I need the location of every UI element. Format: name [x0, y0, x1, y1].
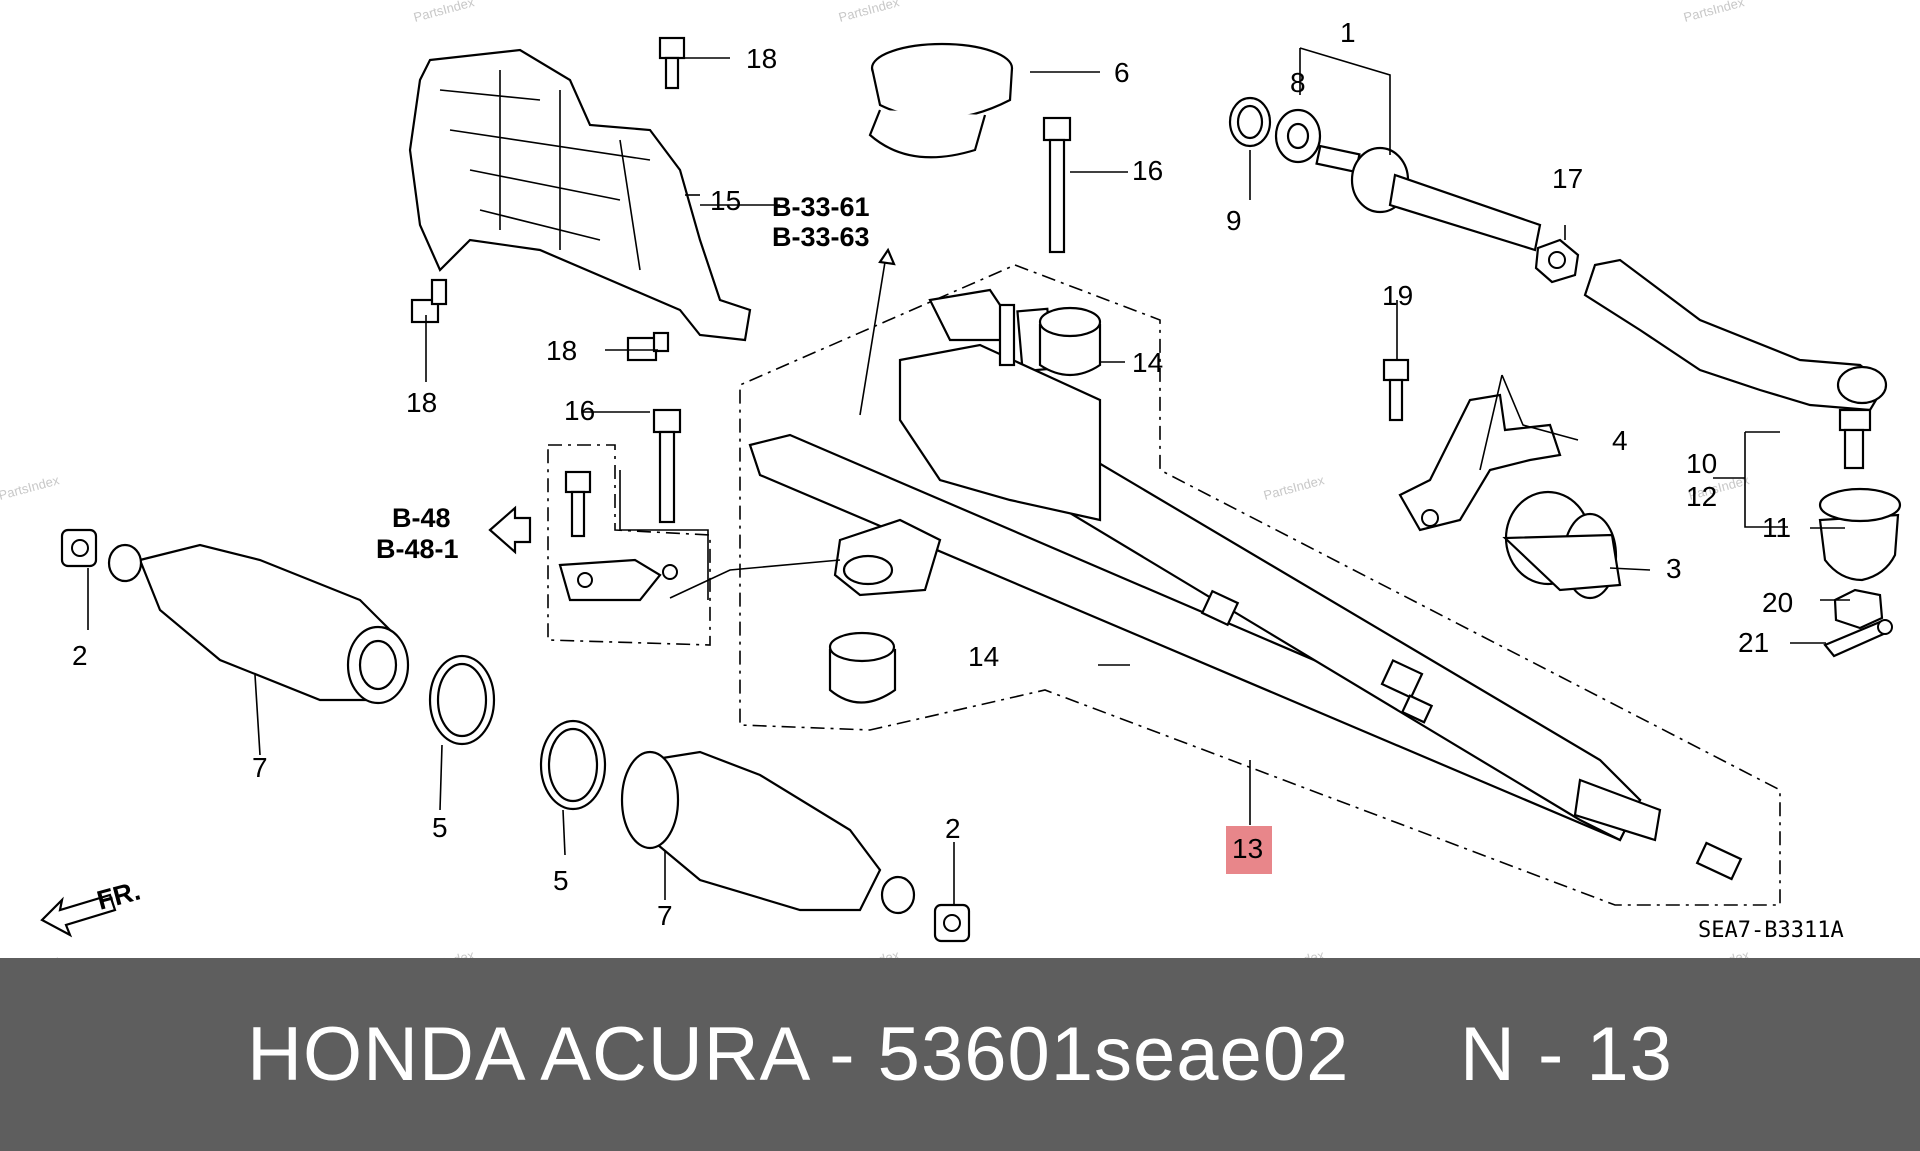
boot-part-7-right	[620, 750, 916, 915]
highlight-box-part-13	[1226, 826, 1272, 874]
boot-part-11	[1818, 487, 1902, 582]
reference-arrow-b48	[488, 505, 532, 555]
leader-lines	[87, 47, 1850, 905]
callout-7: 7	[252, 752, 268, 783]
callout-3: 3	[1666, 553, 1682, 584]
watermark: PartsIndex	[837, 0, 901, 25]
ref-b-48-1: B-48-1	[376, 534, 459, 564]
callout-6: 6	[1114, 57, 1130, 88]
watermark: PartsIndex	[412, 0, 476, 25]
callout-14: 14	[968, 641, 999, 672]
callout-13: 13	[1232, 833, 1263, 864]
footer-banner: HONDA ACURA - 53601seae02 N - 13	[0, 958, 1920, 1151]
parts-diagram: PartsIndex PartsIndex PartsIndex PartsIn…	[0, 0, 1902, 958]
washer-part-8	[1274, 108, 1322, 164]
watermark: PartsIndex	[1262, 947, 1326, 958]
callout-7: 7	[657, 900, 673, 931]
section-references: B-33-61 B-33-63 B-48 B-48-1	[376, 192, 870, 564]
callout-2: 2	[72, 640, 88, 671]
callout-5: 5	[432, 812, 448, 843]
band-part-5-left	[428, 654, 496, 746]
callout-labels: 1 2 2 3 4 5 5 6 7 7 8 9 10 11 12 13 14 1…	[72, 17, 1793, 931]
bushing-part-14-lower	[828, 631, 897, 704]
ref-b-48: B-48	[392, 503, 451, 533]
brand-name: HONDA ACURA	[247, 1012, 808, 1097]
callout-18: 18	[746, 43, 777, 74]
watermark: PartsIndex	[412, 947, 476, 958]
callout-21: 21	[1738, 627, 1769, 658]
watermark: PartsIndex	[837, 947, 901, 958]
boot-part-7-left	[107, 543, 410, 705]
front-direction-arrow: FR.	[40, 876, 144, 938]
callout-15: 15	[710, 185, 741, 216]
callout-18: 18	[546, 335, 577, 366]
position-reference: N - 13	[1459, 1012, 1673, 1097]
callout-16: 16	[1132, 155, 1163, 186]
mounting-bracket	[558, 558, 662, 602]
bolt-part-19	[1382, 358, 1410, 422]
callout-12: 12	[1686, 481, 1717, 512]
callout-10: 10	[1686, 448, 1717, 479]
bolt-part-16-bracket	[652, 408, 682, 524]
watermark: PartsIndex	[1682, 0, 1746, 25]
callout-4: 4	[1612, 425, 1628, 456]
bushing-part-3	[1502, 490, 1622, 600]
part-number: 53601seae02	[877, 1012, 1350, 1097]
callout-2: 2	[945, 813, 961, 844]
callout-16: 16	[564, 395, 595, 426]
spacer	[1349, 1012, 1460, 1097]
cotter-pin-part-21	[1823, 619, 1893, 658]
front-arrow-label: FR.	[94, 876, 144, 916]
clamp-part-4	[1398, 393, 1562, 532]
reference-arrowhead-b33	[878, 247, 896, 266]
callout-18: 18	[406, 387, 437, 418]
callout-9: 9	[1226, 205, 1242, 236]
bolt-part-16-inner	[564, 470, 592, 538]
clip-part-2-right	[933, 903, 971, 943]
watermark: PartsIndex	[0, 472, 61, 503]
callout-8: 8	[1290, 67, 1306, 98]
splash-shield-part-15	[408, 48, 752, 342]
bracket-hole	[577, 572, 593, 588]
callout-19: 19	[1382, 280, 1413, 311]
tie-rod-part-1	[1315, 144, 1542, 252]
band-part-5-right	[539, 719, 607, 811]
bolt-part-18-middle	[626, 331, 670, 362]
steering-rack-part-13	[748, 288, 1743, 881]
diagram-code: SEA7-B3311A	[1698, 918, 1844, 943]
bolt-part-18-left	[410, 278, 448, 324]
steering-seal-part-6	[868, 42, 1014, 159]
ref-b-33-61: B-33-61	[772, 192, 870, 222]
callout-11: 11	[1762, 512, 1791, 543]
bracket-subassembly-outline	[547, 444, 711, 646]
callout-17: 17	[1552, 163, 1583, 194]
bushing-part-14-upper	[1038, 306, 1102, 376]
splash-shield-ribs	[439, 70, 651, 271]
tie-rod-end-part-10	[1583, 258, 1888, 470]
reference-line-b33	[859, 261, 886, 416]
steering-rack-assembly-outline	[739, 264, 1781, 906]
callout-14: 14	[1132, 347, 1163, 378]
bolt-part-16-top	[1042, 116, 1072, 254]
watermark: PartsIndex	[1262, 472, 1326, 503]
nut-part-20	[1833, 588, 1884, 630]
ring-part-9	[1228, 96, 1272, 148]
footer-title: HONDA ACURA - 53601seae02 N - 13	[247, 1011, 1673, 1098]
callout-5: 5	[553, 865, 569, 896]
callout-1: 1	[1340, 17, 1356, 48]
callout-20: 20	[1762, 587, 1793, 618]
ref-b-33-63: B-33-63	[772, 222, 870, 252]
bracket-hole	[662, 564, 678, 580]
separator: -	[807, 1012, 878, 1097]
bolt-part-18-top	[658, 36, 686, 90]
clip-part-2-left	[60, 528, 98, 568]
nut-part-17	[1534, 238, 1580, 284]
watermark: PartsIndex	[1687, 947, 1751, 958]
